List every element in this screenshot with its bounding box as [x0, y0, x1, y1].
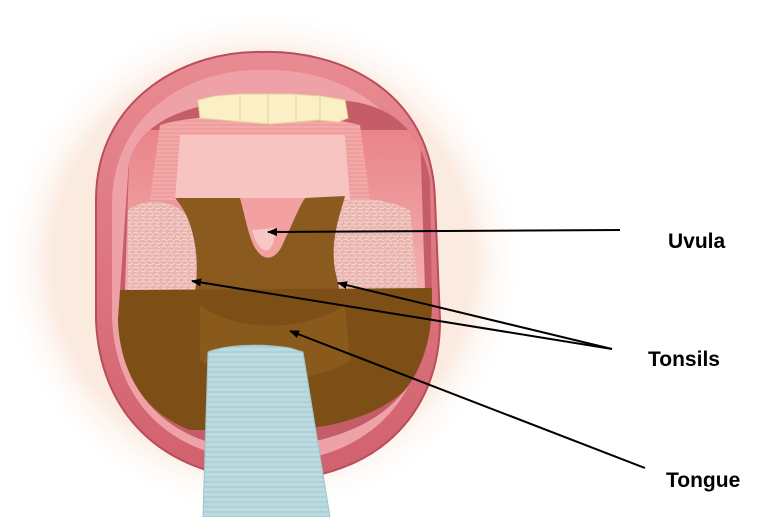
soft-palate	[175, 135, 350, 200]
tonsils-label: Tonsils	[648, 348, 720, 371]
uvula-label: Uvula	[668, 230, 726, 253]
tongue-label: Tongue	[666, 469, 740, 492]
teeth	[198, 94, 348, 124]
